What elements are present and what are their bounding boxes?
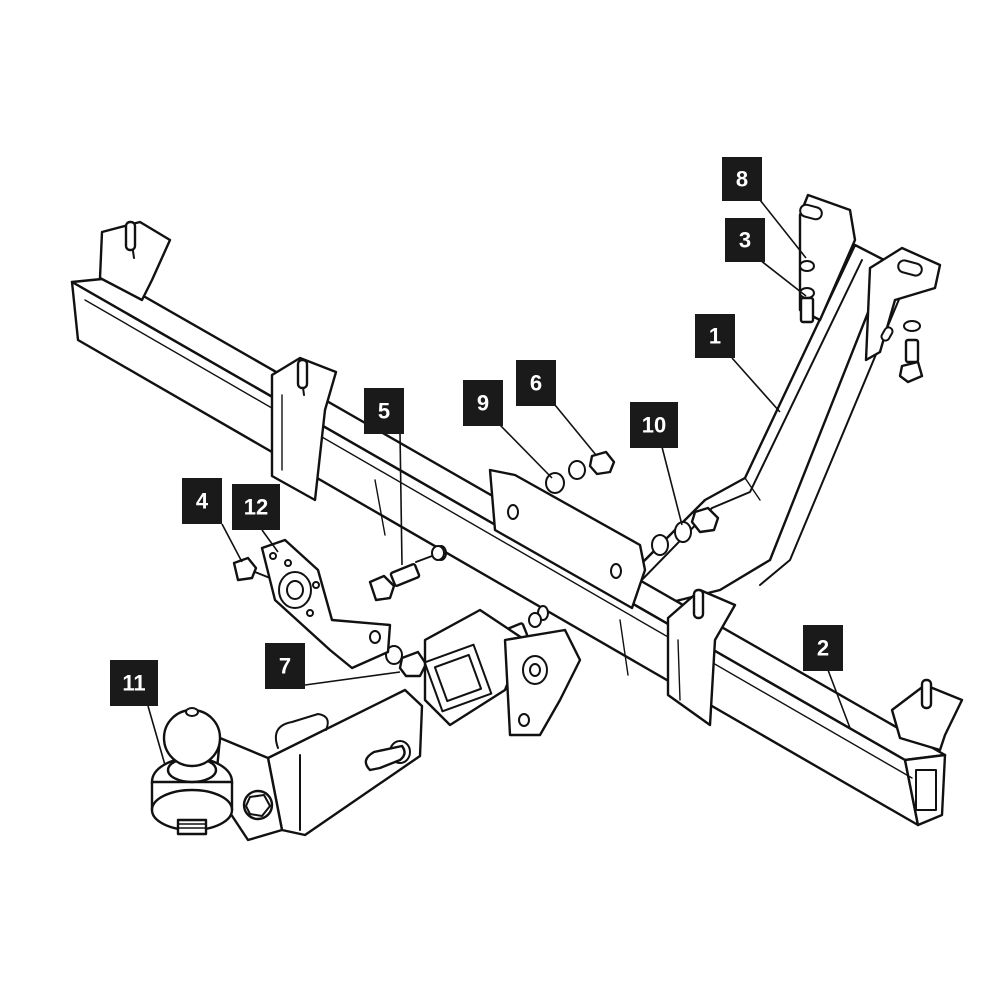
leader-4 bbox=[221, 523, 243, 563]
callout-11-label: 11 bbox=[122, 671, 145, 696]
leader-11 bbox=[147, 705, 166, 766]
callout-1: 1 bbox=[695, 314, 735, 358]
bolt-4 bbox=[232, 556, 276, 582]
callout-3-label: 3 bbox=[739, 228, 751, 253]
callout-5-label: 5 bbox=[378, 399, 390, 424]
callout-12-label: 12 bbox=[244, 495, 268, 520]
part-1-extension-arm bbox=[618, 193, 942, 612]
leader-6 bbox=[554, 404, 597, 456]
callout-3: 3 bbox=[725, 218, 765, 262]
hitch-receiver bbox=[423, 608, 582, 737]
washer-9 bbox=[545, 472, 565, 494]
leader-1 bbox=[731, 357, 781, 413]
washer-7 bbox=[385, 645, 403, 665]
nut-6 bbox=[588, 450, 616, 476]
part-11-ball-mount bbox=[150, 688, 424, 842]
bolt-3 bbox=[799, 296, 815, 324]
callout-4-label: 4 bbox=[196, 489, 209, 514]
callout-4: 4 bbox=[182, 478, 222, 524]
callout-9-label: 9 bbox=[477, 391, 489, 416]
leader-8 bbox=[759, 199, 807, 259]
leader-12 bbox=[261, 529, 279, 553]
callout-11: 11 bbox=[110, 660, 158, 706]
leader-lines bbox=[147, 199, 851, 766]
callout-8: 8 bbox=[722, 157, 762, 201]
middle-mount-bracket bbox=[270, 356, 338, 502]
center-plate bbox=[488, 468, 647, 610]
far-right-mount-bracket bbox=[890, 678, 964, 752]
part-12-socket-bracket bbox=[260, 538, 392, 670]
callout-10-label: 10 bbox=[642, 413, 666, 438]
washer-8 bbox=[799, 260, 815, 272]
leader-10 bbox=[661, 446, 683, 526]
leader-2 bbox=[827, 669, 851, 729]
leader-5 bbox=[399, 432, 403, 566]
callout-6: 6 bbox=[516, 360, 556, 406]
callout-8-label: 8 bbox=[736, 167, 748, 192]
right-mount-bracket bbox=[666, 588, 737, 727]
callout-5: 5 bbox=[364, 388, 404, 434]
callout-1-label: 1 bbox=[709, 324, 721, 349]
callout-10: 10 bbox=[630, 402, 678, 448]
leader-9 bbox=[499, 424, 553, 479]
callout-12: 12 bbox=[232, 484, 280, 530]
callout-2: 2 bbox=[803, 625, 843, 671]
callout-2-label: 2 bbox=[817, 636, 829, 661]
callout-6-label: 6 bbox=[530, 371, 542, 396]
bolt-5 bbox=[368, 545, 445, 602]
callout-9: 9 bbox=[463, 380, 503, 426]
leader-3 bbox=[759, 259, 807, 297]
left-mount-bracket bbox=[98, 220, 172, 302]
callout-7-label: 7 bbox=[279, 654, 291, 679]
nut-7 bbox=[398, 650, 428, 678]
callout-7: 7 bbox=[265, 643, 305, 689]
leader-7 bbox=[304, 671, 401, 686]
